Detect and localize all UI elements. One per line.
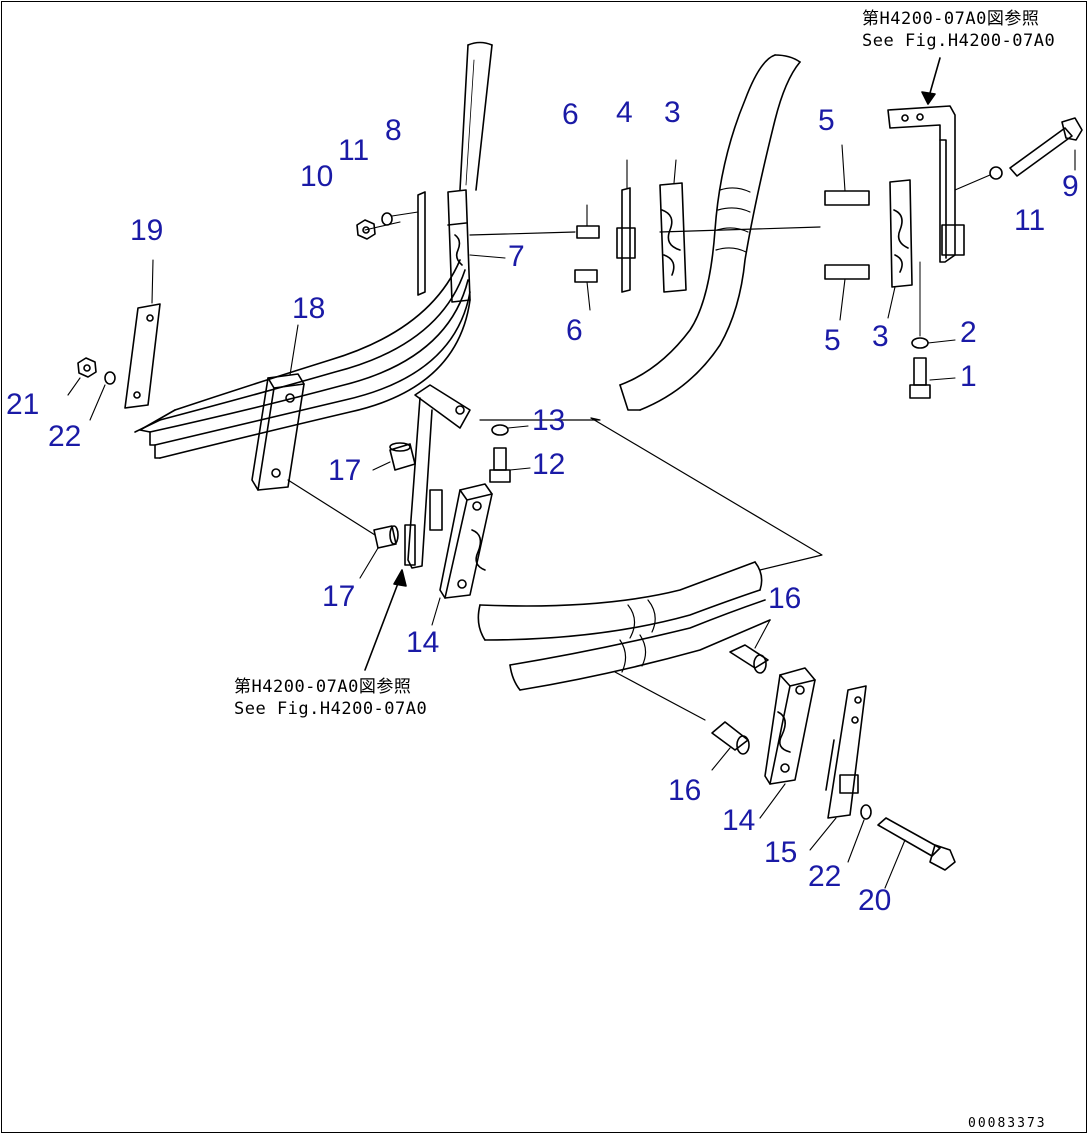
collar-16-lower (711, 721, 750, 755)
plate-8 (417, 191, 426, 296)
clamp-14-upper (439, 483, 493, 599)
callout-4: 4 (616, 96, 633, 129)
clamp-half-3-right (889, 179, 913, 288)
bolt-20 (877, 817, 956, 871)
washer-2 (911, 337, 929, 349)
washer-22-left (104, 371, 116, 385)
leader-11 (391, 211, 419, 217)
reference-note-line1: 第H4200-07A0図参照 (234, 677, 412, 697)
plate-4 (616, 187, 636, 293)
callout-19: 19 (130, 214, 164, 247)
washer-22-right (860, 804, 872, 820)
washer-11-left (381, 212, 393, 226)
bolt-9 (1009, 117, 1083, 177)
callout-14: 14 (722, 804, 756, 837)
drawing-number: 00083373 (968, 1116, 1047, 1131)
clamp-7 (447, 189, 471, 303)
callout-7: 7 (508, 240, 525, 273)
reference-arrow-top (921, 57, 941, 105)
lower-hose-pair (477, 561, 771, 691)
reference-arrow-center (364, 569, 407, 671)
callout-22: 22 (808, 860, 842, 893)
leader-7 (469, 254, 506, 259)
callout-16: 16 (668, 774, 702, 807)
callout-11: 11 (338, 134, 370, 167)
upper-vertical-hose (459, 41, 493, 191)
callout-17: 17 (322, 580, 356, 613)
plate-15 (825, 685, 867, 819)
washer-13 (491, 424, 509, 436)
reference-note-line2: See Fig.H4200-07A0 (862, 31, 1056, 51)
callout-5: 5 (824, 324, 841, 357)
bracket-top-right (887, 105, 965, 263)
callout-14: 14 (406, 626, 440, 659)
callout-12: 12 (532, 448, 566, 481)
right-large-hose (619, 54, 801, 411)
callout-2: 2 (960, 316, 977, 349)
callout-10: 10 (300, 160, 334, 193)
washer-11-right (989, 166, 1003, 180)
nut-10 (356, 219, 376, 240)
collar-17-upper (389, 442, 416, 471)
callout-22: 22 (48, 420, 82, 453)
reference-note-top-right: 第H4200-07A0図参照 See Fig.H4200-07A0 (862, 8, 1055, 52)
reference-note-center: 第H4200-07A0図参照 See Fig.H4200-07A0 (234, 676, 427, 720)
callout-21: 21 (6, 388, 40, 421)
cushion-6-lower (574, 269, 598, 283)
callout-18: 18 (292, 292, 326, 325)
callout-8: 8 (385, 114, 402, 147)
collar-17-lower (373, 525, 399, 549)
bolt-1 (909, 357, 931, 399)
callout-11: 11 (1014, 204, 1046, 237)
callout-6: 6 (562, 98, 579, 131)
callout-20: 20 (858, 884, 892, 917)
cushion-5-upper (824, 190, 870, 206)
bolt-12 (489, 447, 511, 483)
nut-21 (77, 357, 97, 378)
clamp-half-3-left (659, 182, 687, 293)
callout-9: 9 (1062, 170, 1079, 203)
callout-16: 16 (768, 582, 802, 615)
callout-15: 15 (764, 836, 798, 869)
cushion-5-lower (824, 264, 870, 280)
plate-19 (124, 303, 161, 409)
cushion-6-upper (576, 225, 600, 239)
callout-13: 13 (532, 404, 566, 437)
callout-3: 3 (872, 320, 889, 353)
reference-note-line2: See Fig.H4200-07A0 (234, 699, 428, 719)
leader-lines (287, 226, 823, 721)
callout-6: 6 (566, 314, 583, 347)
callout-3: 3 (664, 96, 681, 129)
collar-16-upper (729, 644, 769, 674)
bracket-center (404, 384, 471, 569)
reference-note-line1: 第H4200-07A0図参照 (862, 9, 1040, 29)
callout-17: 17 (328, 454, 362, 487)
leader-10 (364, 221, 401, 231)
clamp-18 (251, 373, 305, 491)
callout-5: 5 (818, 104, 835, 137)
callout-1: 1 (960, 360, 977, 393)
clamp-14-lower (764, 667, 816, 785)
curved-hose-bundle (134, 259, 471, 459)
